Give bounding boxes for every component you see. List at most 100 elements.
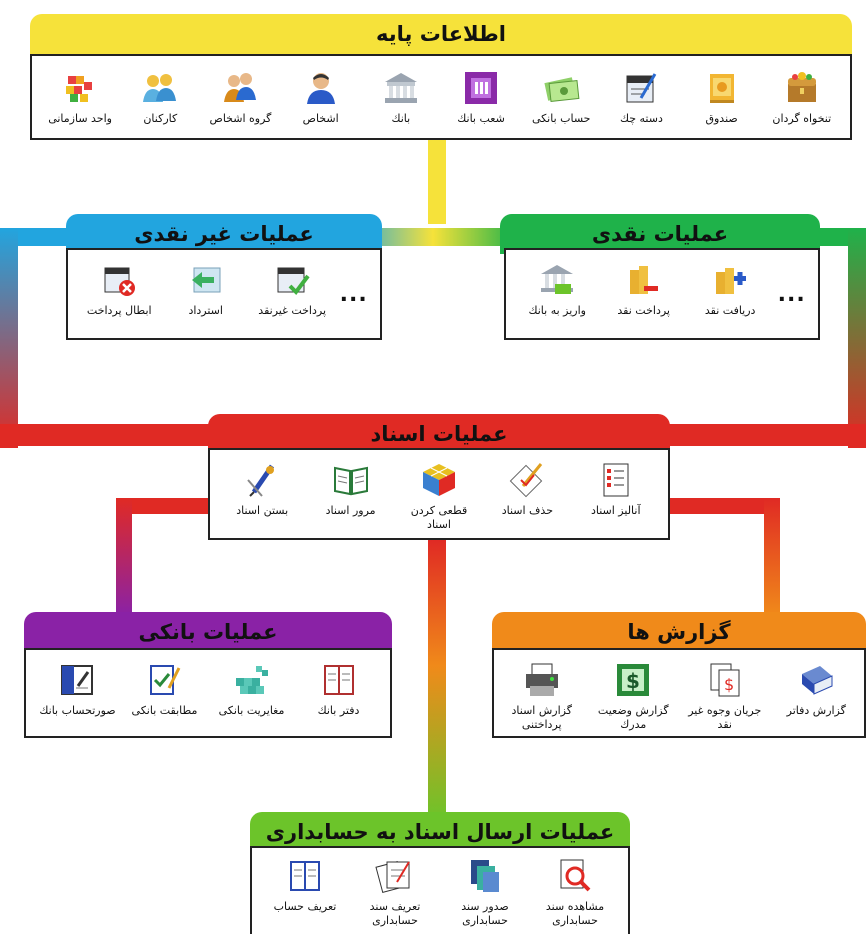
more-indicator[interactable]: ... xyxy=(339,281,368,307)
item-issue-voucher[interactable]: صدور سند حسابداری xyxy=(446,856,524,928)
coins-minus-icon xyxy=(624,260,664,300)
money-card-icon xyxy=(541,68,581,108)
item-label: مطابقت بانكی xyxy=(131,704,198,717)
item-label: حساب بانكی xyxy=(531,112,591,125)
item-noncash-flow-report[interactable]: $ جریان وجوه غیر نقد xyxy=(686,660,764,732)
svg-text:$: $ xyxy=(724,675,734,694)
item-label: صورتحساب بانك xyxy=(39,704,116,717)
connector-left-branch-h xyxy=(116,498,212,514)
open-book-icon xyxy=(331,460,371,500)
connector-left-branch-v xyxy=(116,498,132,616)
item-cash-box[interactable]: صندوق xyxy=(683,68,761,126)
item-label: جریان وجوه غیر نقد xyxy=(688,704,762,731)
item-org-unit[interactable]: واحد سازمانی xyxy=(41,68,119,126)
treasure-chest-icon xyxy=(782,68,822,108)
pen-close-icon xyxy=(242,460,282,500)
item-refund[interactable]: استرداد xyxy=(167,260,245,318)
item-analyze-docs[interactable]: آنالیز اسناد xyxy=(577,460,655,518)
item-label: ابطال پرداخت xyxy=(86,304,152,317)
group-title: عملیات ارسال اسناد به حسابداری xyxy=(250,812,630,852)
check-pay-icon xyxy=(272,260,312,300)
item-bank-branches[interactable]: شعب بانك xyxy=(442,68,520,126)
item-define-voucher[interactable]: تعریف سند حسابداری xyxy=(356,856,434,928)
item-label: واحد سازمانی xyxy=(48,112,112,125)
return-arrow-icon xyxy=(186,260,226,300)
item-label: استرداد xyxy=(188,304,223,317)
group-reports: گزارش ها گزارش دفاتر $ جریان وجوه غیر نق… xyxy=(492,612,866,738)
item-label: گزارش وضعیت مدرك xyxy=(597,704,669,731)
item-label: بانك xyxy=(391,112,411,125)
group-title: عملیات اسناد xyxy=(208,414,670,454)
person-icon xyxy=(301,68,341,108)
item-label: كاركنان xyxy=(143,112,178,125)
item-label: گزارش اسناد پرداختنی xyxy=(511,704,572,731)
item-finalize-docs[interactable]: قطعی كردن اسناد xyxy=(400,460,478,532)
item-payable-docs-report[interactable]: گزارش اسناد پرداختنی xyxy=(503,660,581,732)
item-bank[interactable]: بانك xyxy=(362,68,440,126)
group-body: دفتر بانك مغایریت بانكی مطابقت بانكی صور… xyxy=(24,648,392,738)
bank-deposit-icon xyxy=(537,260,577,300)
group-body: تنخواه گردان صندوق دسته چك حساب بانكی شع… xyxy=(30,54,852,140)
more-indicator[interactable]: ... xyxy=(777,281,806,307)
group-title: عملیات نقدی xyxy=(500,214,820,254)
group-body: آنالیز اسناد حذف اسناد قطعی كردن اسناد م… xyxy=(208,448,670,540)
org-unit-icon xyxy=(60,68,100,108)
item-bank-discrepancy[interactable]: مغایریت بانكی xyxy=(213,660,291,718)
checkbook-icon xyxy=(621,68,661,108)
cancel-payment-icon xyxy=(99,260,139,300)
item-cancel-payment[interactable]: ابطال پرداخت xyxy=(80,260,158,318)
cash-box-icon xyxy=(702,68,742,108)
dollar-status-icon: $ xyxy=(613,660,653,700)
group-noncash-operations: عملیات غیر نقدی ... پرداخت غیرنقد استردا… xyxy=(66,214,382,340)
item-checkbook[interactable]: دسته چك xyxy=(602,68,680,126)
item-ledger-reports[interactable]: گزارش دفاتر xyxy=(777,660,855,718)
item-view-voucher[interactable]: مشاهده سند حسابداری xyxy=(536,856,614,928)
item-close-docs[interactable]: بستن اسناد xyxy=(223,460,301,518)
item-receive-cash[interactable]: دریافت نقد xyxy=(691,260,769,318)
connector-left-vertical xyxy=(0,228,18,448)
item-deposit-to-bank[interactable]: واریز به بانك xyxy=(518,260,596,318)
item-pay-cash[interactable]: پرداخت نقد xyxy=(605,260,683,318)
staff-icon xyxy=(140,68,180,108)
item-document-status-report[interactable]: $ گزارش وضعیت مدرك xyxy=(594,660,672,732)
item-noncash-payment[interactable]: پرداخت غیرنقد xyxy=(253,260,331,318)
group-title: عملیات غیر نقدی xyxy=(66,214,382,254)
group-bank-operations: عملیات بانكی دفتر بانك مغایریت بانكی مطا… xyxy=(24,612,392,738)
grid-cubes-icon xyxy=(232,660,272,700)
delete-doc-icon xyxy=(507,460,547,500)
item-staff[interactable]: كاركنان xyxy=(121,68,199,126)
item-label: گزارش دفاتر xyxy=(786,704,846,717)
view-voucher-icon xyxy=(555,856,595,896)
item-label: پرداخت نقد xyxy=(617,304,670,317)
item-label: قطعی كردن اسناد xyxy=(410,504,468,531)
item-bank-statement[interactable]: صورتحساب بانك xyxy=(39,660,117,718)
item-bank-account[interactable]: حساب بانكی xyxy=(522,68,600,126)
bank-statement-icon xyxy=(58,660,98,700)
connector-base-down xyxy=(428,138,446,224)
item-label: مشاهده سند حسابداری xyxy=(545,900,605,927)
group-title: گزارش ها xyxy=(492,612,866,652)
checklist-icon xyxy=(596,460,636,500)
item-bank-reconciliation[interactable]: مطابقت بانكی xyxy=(126,660,204,718)
item-delete-docs[interactable]: حذف اسناد xyxy=(488,460,566,518)
connector-right-vertical xyxy=(848,228,866,448)
bank-branch-icon xyxy=(461,68,501,108)
item-label: اشخاص xyxy=(302,112,339,125)
item-person-groups[interactable]: گروه اشخاص xyxy=(201,68,279,126)
item-label: تنخواه گردان xyxy=(772,112,832,125)
connector-center-down xyxy=(428,540,446,820)
group-body: گزارش دفاتر $ جریان وجوه غیر نقد $ گزارش… xyxy=(492,648,866,738)
item-persons[interactable]: اشخاص xyxy=(282,68,360,126)
item-label: واریز به بانك xyxy=(528,304,586,317)
item-label: تعریف سند حسابداری xyxy=(369,900,421,927)
item-label: پرداخت غیرنقد xyxy=(258,304,327,317)
item-define-account[interactable]: تعریف حساب xyxy=(266,856,344,914)
group-cash-operations: عملیات نقدی دریافت نقد پرداخت نقد واریز … xyxy=(500,214,820,340)
group-document-operations: عملیات اسناد آنالیز اسناد حذف اسناد قطعی… xyxy=(208,414,670,540)
item-petty-cash[interactable]: تنخواه گردان xyxy=(763,68,841,126)
printer-report-icon xyxy=(522,660,562,700)
item-review-docs[interactable]: مرور اسناد xyxy=(312,460,390,518)
item-bank-ledger[interactable]: دفتر بانك xyxy=(300,660,378,718)
group-title: عملیات بانكی xyxy=(24,612,392,652)
define-voucher-icon xyxy=(375,856,415,896)
